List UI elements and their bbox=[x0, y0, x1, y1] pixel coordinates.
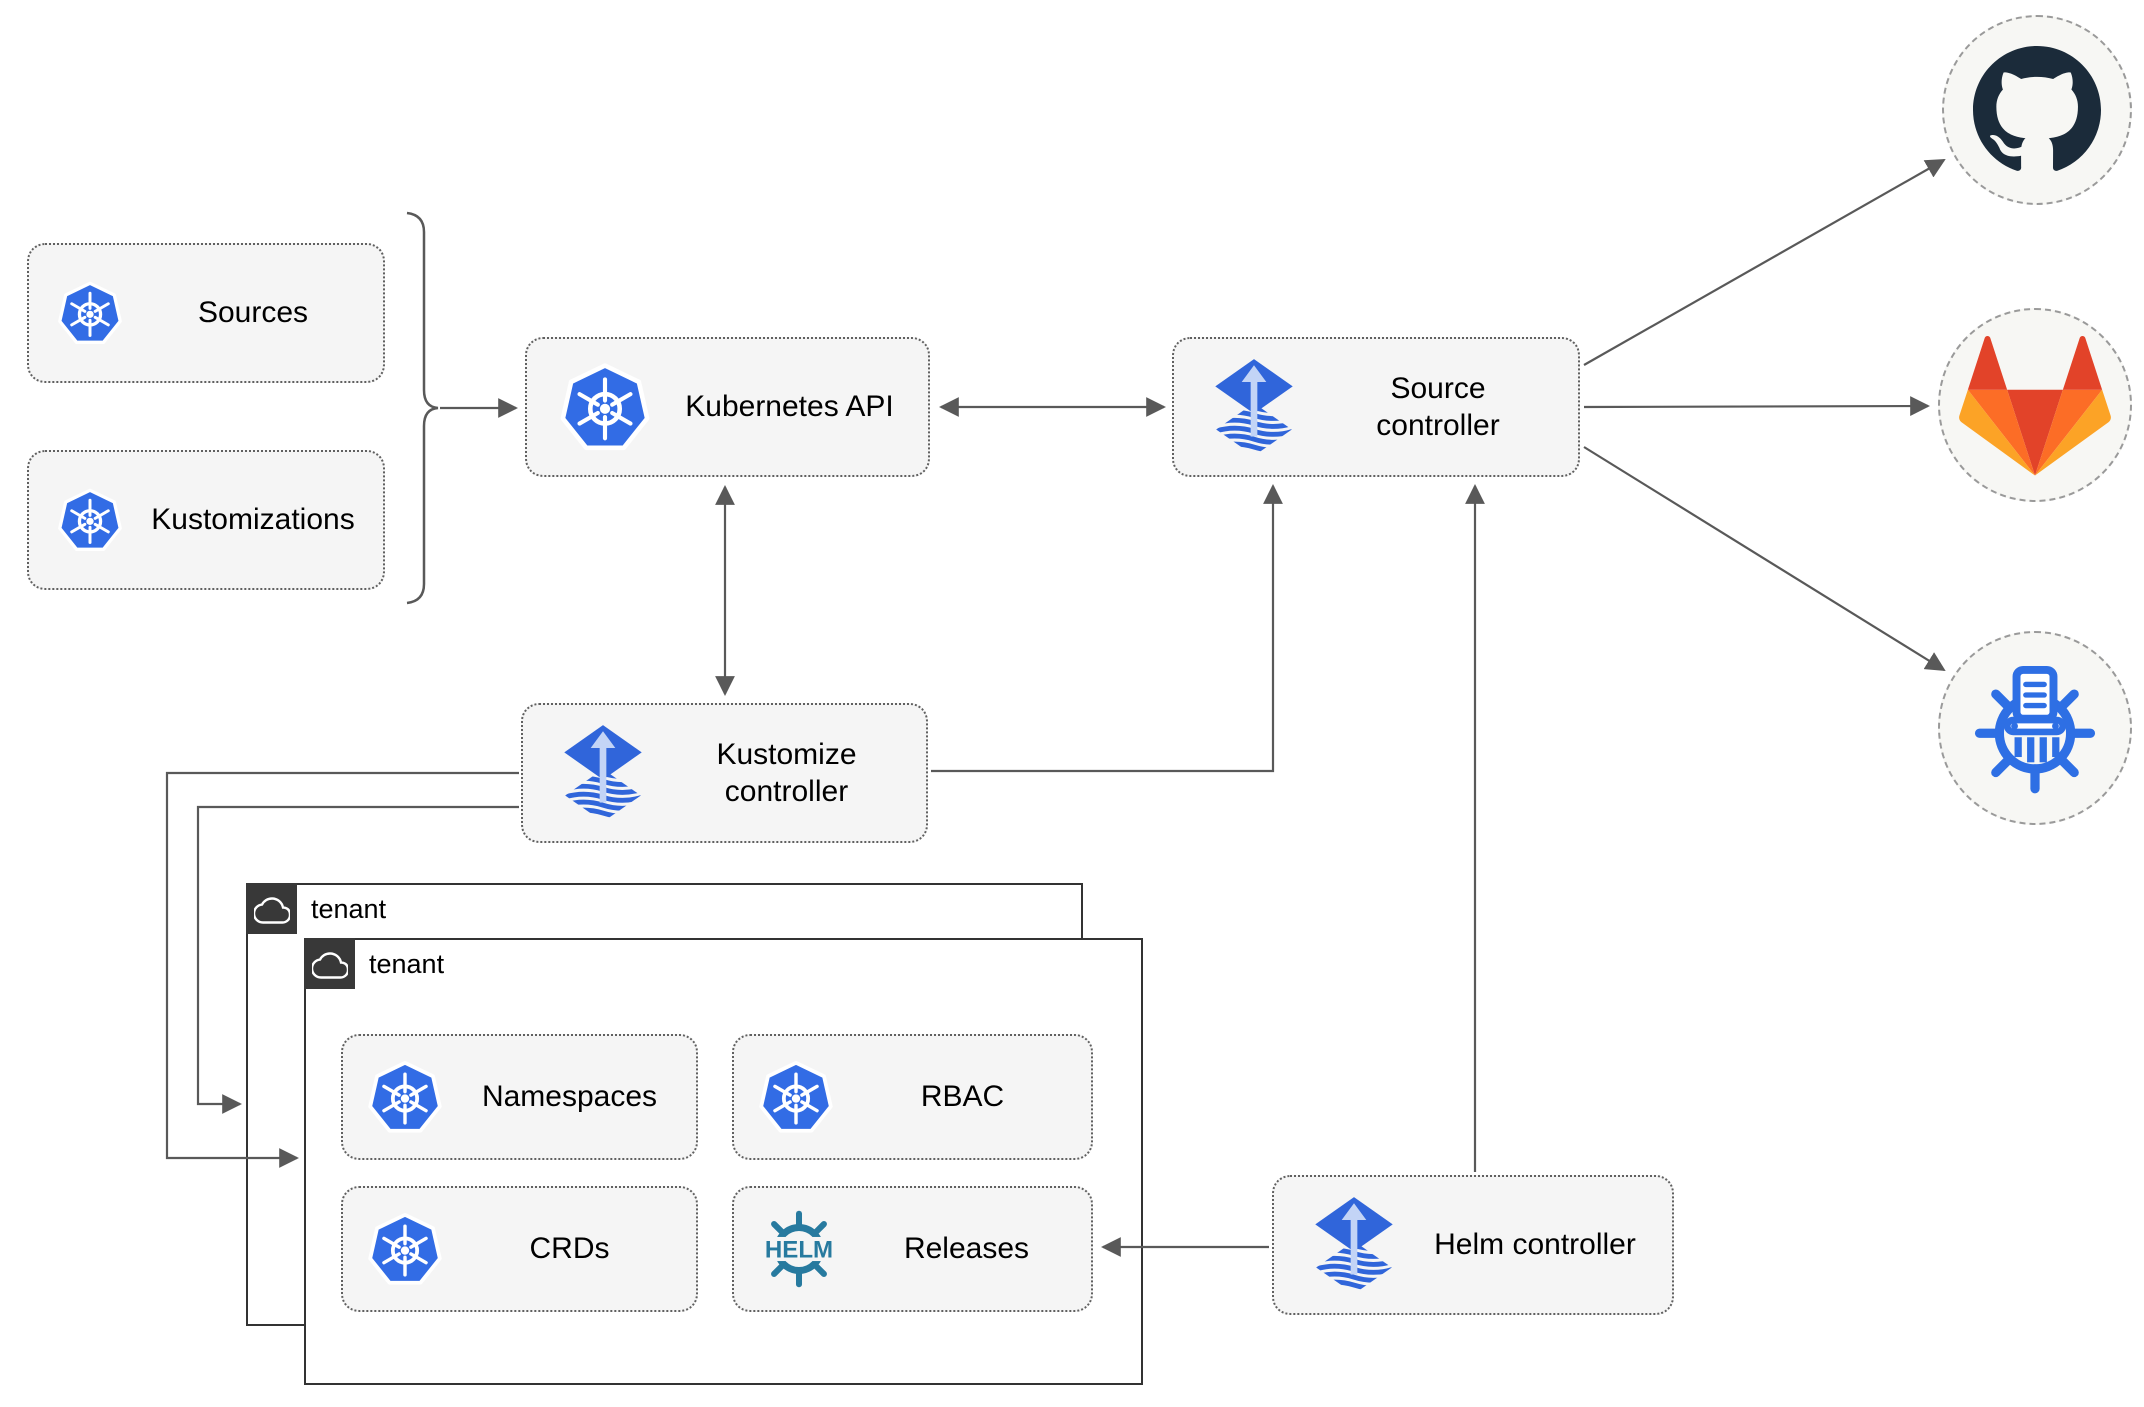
flux-icon bbox=[559, 724, 647, 823]
flux-icon bbox=[1310, 1196, 1398, 1295]
helm-wordmark: HELM bbox=[765, 1237, 833, 1264]
helm-controller-label: Helm controller bbox=[1434, 1228, 1636, 1262]
kubernetes-icon bbox=[559, 361, 651, 453]
source-controller-label: Source controller bbox=[1376, 371, 1500, 443]
tenant-inner-label: tenant bbox=[369, 949, 445, 979]
flux-icon bbox=[1210, 358, 1298, 457]
kubernetes-icon bbox=[367, 1211, 443, 1287]
cloud-icon bbox=[312, 946, 348, 982]
kubernetes-api-node: Kubernetes API bbox=[525, 337, 930, 477]
rbac-label: RBAC bbox=[920, 1080, 1005, 1114]
namespaces-node: Namespaces bbox=[341, 1034, 698, 1160]
gitlab-endpoint bbox=[1938, 308, 2132, 502]
tenant-inner-container bbox=[304, 938, 1143, 1385]
kubernetes-api-label: Kubernetes API bbox=[685, 390, 894, 424]
edge-source-controller-github bbox=[1583, 159, 1946, 366]
kubernetes-icon bbox=[57, 280, 123, 346]
edge-kustomize-controller-source-controller bbox=[931, 484, 1283, 773]
edge-source-controller-gitlab bbox=[1583, 396, 1930, 416]
cloud-icon bbox=[254, 891, 290, 927]
github-icon bbox=[1973, 46, 2101, 174]
kubernetes-icon bbox=[57, 487, 123, 553]
releases-node: HELM Releases bbox=[732, 1186, 1093, 1312]
tenant-inner-tab bbox=[304, 938, 355, 989]
crds-node: CRDs bbox=[341, 1186, 698, 1312]
chart-repository-endpoint bbox=[1938, 631, 2132, 825]
kustomizations-label: Kustomizations bbox=[151, 503, 355, 537]
sources-label: Sources bbox=[197, 296, 309, 330]
tenant-outer-label: tenant bbox=[311, 894, 387, 924]
gitlab-icon bbox=[1959, 333, 2111, 477]
tenant-outer-tab bbox=[246, 883, 297, 934]
kubernetes-icon bbox=[758, 1059, 834, 1135]
chartmuseum-icon bbox=[1969, 662, 2101, 794]
kustomize-controller-label: Kustomize controller bbox=[716, 737, 857, 809]
kustomizations-node: Kustomizations bbox=[27, 450, 385, 590]
kustomize-controller-node: Kustomize controller bbox=[521, 703, 928, 843]
helm-icon: HELM bbox=[756, 1210, 842, 1288]
github-endpoint bbox=[1942, 15, 2132, 205]
kubernetes-icon bbox=[367, 1059, 443, 1135]
namespaces-label: Namespaces bbox=[481, 1080, 658, 1114]
edge-source-controller-chart-repository bbox=[1583, 446, 1946, 672]
bracket-sources-group bbox=[406, 211, 439, 605]
crds-label: CRDs bbox=[529, 1232, 610, 1266]
sources-node: Sources bbox=[27, 243, 385, 383]
helm-controller-node: Helm controller bbox=[1272, 1175, 1674, 1315]
source-controller-node: Source controller bbox=[1172, 337, 1580, 477]
rbac-node: RBAC bbox=[732, 1034, 1093, 1160]
releases-label: Releases bbox=[903, 1232, 1030, 1266]
